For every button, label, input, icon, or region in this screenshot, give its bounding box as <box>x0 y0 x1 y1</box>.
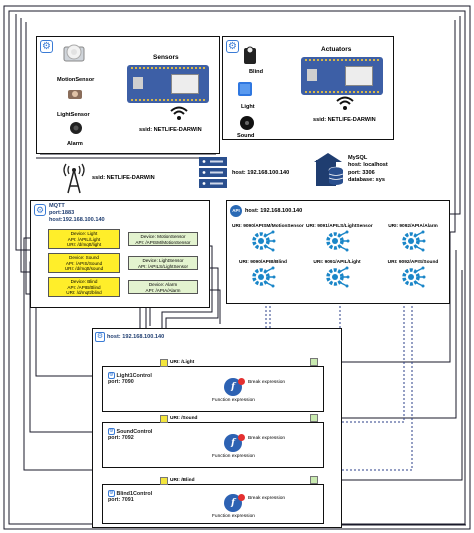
break-expression-label: Break expression <box>248 436 286 441</box>
kubernetes-icon: ⚙ <box>226 40 239 53</box>
database-icon <box>312 152 344 188</box>
mysql-info: MySQL host: localhost port: 3306 databas… <box>348 155 388 185</box>
gear-network-icon <box>252 230 276 252</box>
api-endpoint: URI: 9091/APILS/LightSensor <box>306 224 373 257</box>
control-icon: ⚙ <box>108 428 115 435</box>
control-icon: ⚙ <box>108 372 115 379</box>
mqtt-title: MQTT <box>49 203 65 209</box>
break-expression-label: Break expression <box>248 380 286 385</box>
output-port-blind <box>310 476 318 484</box>
mqtt-port: port:1883 <box>49 210 75 216</box>
break-icon <box>238 434 245 441</box>
speaker-icon <box>239 115 255 131</box>
api-panel: API host: 192.168.100.140 <box>226 200 450 304</box>
break-expression-label: Break expression <box>248 496 286 501</box>
wifi-icon <box>335 95 355 111</box>
control-uri-sound: URI: /Sound <box>170 416 198 421</box>
input-port-light <box>160 359 168 367</box>
light-bulb-icon <box>237 81 253 97</box>
function-icon: f <box>224 378 242 396</box>
esp-board <box>301 57 383 95</box>
sensors-panel: ⚙ Sensors MotionSensor LightSensor Alarm… <box>36 36 220 154</box>
gear-network-icon <box>402 230 426 252</box>
output-port-sound <box>310 414 318 422</box>
function-icon: f <box>224 434 242 452</box>
pir-sensor-icon <box>63 43 85 63</box>
control-uri-light: URI: /Light <box>170 360 195 365</box>
api-host: host: 192.168.100.140 <box>245 208 303 214</box>
controls-host: host: 192.168.100.140 <box>107 334 165 340</box>
antenna-icon <box>60 160 88 194</box>
api-endpoint: URI: 9091/APIL/Light <box>306 260 368 293</box>
gear-network-icon <box>326 230 350 252</box>
mysql-port: port: 3306 <box>348 169 375 176</box>
motion-sensor-label: MotionSensor <box>57 77 95 83</box>
wifi-icon <box>169 105 189 121</box>
gear-network-icon <box>252 266 276 288</box>
blind-icon <box>243 45 257 65</box>
light-sensor-label: LightSensor <box>57 112 90 118</box>
input-port-sound <box>160 415 168 423</box>
blind-label: Blind <box>249 69 263 75</box>
control-sound <box>102 422 324 468</box>
function-expression-label: Function expression <box>212 454 255 459</box>
control-uri-blind: URI: /Blind <box>170 478 195 483</box>
gear-network-icon <box>402 266 426 288</box>
mqtt-info: MQTT port:1883 host:192.168.100.140 <box>49 203 105 224</box>
api-endpoint: URI: 9092/APIA/Alarm <box>382 224 444 257</box>
light-sensor-icon <box>67 87 83 101</box>
function-icon: f <box>224 494 242 512</box>
light-label: Light <box>241 104 255 110</box>
wifi-ssid: ssid: NETLIFE-DARWIN <box>92 175 155 181</box>
kubernetes-icon: ⚙ <box>95 332 105 342</box>
esp-board <box>127 65 209 103</box>
mysql-database: database: sys <box>348 177 386 184</box>
break-icon <box>238 494 245 501</box>
actuators-panel: ⚙ Actuators Blind Light Sound ssid: NETL… <box>222 36 394 140</box>
actuators-title: Actuators <box>321 46 352 53</box>
kubernetes-icon: ⚙ <box>40 40 53 53</box>
kubernetes-icon: ⚙ <box>34 204 46 216</box>
gear-network-icon <box>326 266 350 288</box>
break-icon <box>238 378 245 385</box>
server-icon <box>198 156 228 190</box>
sound-label: Sound <box>237 133 255 139</box>
input-port-blind <box>160 477 168 485</box>
mysql-host: host: localhost <box>348 162 388 169</box>
control-light <box>102 366 324 412</box>
api-endpoint: URI: 9090/APISM/MotionSensor <box>232 224 304 257</box>
control-blind <box>102 484 324 524</box>
mysql-title: MySQL <box>348 155 368 161</box>
sensors-ssid: ssid: NETLIFE-DARWIN <box>139 127 202 133</box>
api-icon: API <box>230 205 242 217</box>
output-port-light <box>310 358 318 366</box>
function-expression-label: Function expression <box>212 398 255 403</box>
control-icon: ⚙ <box>108 490 115 497</box>
actuators-ssid: ssid: NETLIFE-DARWIN <box>313 117 376 123</box>
alarm-label: Alarm <box>67 141 83 147</box>
api-endpoint: URI: 9092/APIS/Sound <box>382 260 444 293</box>
alarm-icon <box>69 121 83 135</box>
api-endpoint: URI: 9090/APIB/Blind <box>232 260 294 293</box>
sensors-title: Sensors <box>153 54 179 61</box>
server-host: host: 192.168.100.140 <box>232 170 290 176</box>
mqtt-host: host:192.168.100.140 <box>49 217 105 223</box>
function-expression-label: Function expression <box>212 514 255 519</box>
